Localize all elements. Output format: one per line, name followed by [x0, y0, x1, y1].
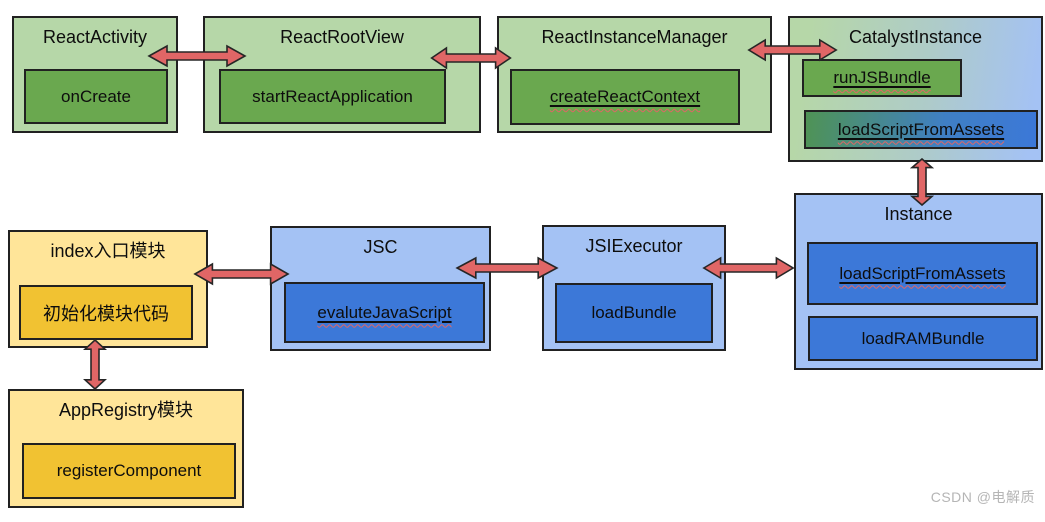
- node-title: JSC: [363, 237, 398, 257]
- node-title: ReactActivity: [42, 27, 148, 47]
- arrow-reactinstancemanager-catalystinstance-icon: [747, 38, 838, 62]
- method-label: startReactApplication: [252, 86, 413, 106]
- node-title: index入口模块: [50, 241, 166, 261]
- method-label: loadScriptFromAssets: [839, 263, 1006, 283]
- method-label: loadBundle: [591, 303, 677, 322]
- method-create-react-context: createReactContext: [510, 69, 740, 125]
- method-load-bundle: loadBundle: [555, 283, 713, 343]
- watermark: CSDN @电解质: [930, 489, 1035, 505]
- node-instance: Instance loadScriptFromAssets loadRAMBun…: [794, 193, 1043, 370]
- arrow-jsiexecutor-instance-icon: [702, 256, 795, 280]
- node-catalyst-instance: CatalystInstance runJSBundle loadScriptF…: [788, 16, 1043, 162]
- method-oncreate: onCreate: [24, 69, 168, 124]
- node-title: CatalystInstance: [848, 27, 983, 47]
- method-label: createReactContext: [549, 87, 701, 106]
- arrow-catalystinstance-instance-icon: [910, 158, 934, 206]
- node-jsc: JSC evaluteJavaScript: [270, 226, 491, 351]
- method-load-script-from-assets-instance: loadScriptFromAssets: [807, 242, 1038, 305]
- node-jsi-executor: JSIExecutor loadBundle: [542, 225, 726, 351]
- method-register-component: registerComponent: [22, 443, 236, 499]
- method-load-script-from-assets: loadScriptFromAssets: [804, 110, 1038, 149]
- node-title: AppRegistry模块: [58, 400, 194, 420]
- node-index-module: index入口模块 初始化模块代码: [8, 230, 208, 348]
- node-title: ReactInstanceManager: [541, 27, 728, 47]
- arrow-indexmodule-jsc-icon: [193, 262, 290, 286]
- method-label: onCreate: [61, 86, 131, 106]
- method-run-js-bundle: runJSBundle: [802, 59, 962, 97]
- node-title: Instance: [884, 204, 953, 224]
- method-label: registerComponent: [56, 461, 202, 480]
- arrow-jsc-jsiexecutor-icon: [455, 256, 559, 280]
- arrow-reactactivity-reactrootview-icon: [147, 44, 247, 68]
- method-label: evaluteJavaScript: [317, 302, 452, 322]
- node-app-registry: AppRegistry模块 registerComponent: [8, 389, 244, 508]
- method-label: loadScriptFromAssets: [837, 119, 1005, 139]
- arrow-reactrootview-reactinstancemanager-icon: [430, 46, 512, 70]
- method-label: runJSBundle: [833, 68, 931, 87]
- node-react-activity: ReactActivity onCreate: [12, 16, 178, 133]
- node-react-root-view: ReactRootView startReactApplication: [203, 16, 481, 133]
- arrow-indexmodule-appregistry-icon: [83, 339, 107, 390]
- method-load-ram-bundle: loadRAMBundle: [808, 316, 1038, 361]
- method-start-react-application: startReactApplication: [219, 69, 446, 124]
- method-evalute-javascript: evaluteJavaScript: [284, 282, 485, 343]
- method-init-module-code: 初始化模块代码: [19, 285, 193, 340]
- method-label: 初始化模块代码: [43, 303, 169, 324]
- node-title: ReactRootView: [280, 27, 404, 47]
- node-title: JSIExecutor: [585, 236, 683, 256]
- method-label: loadRAMBundle: [861, 328, 985, 348]
- node-react-instance-manager: ReactInstanceManager createReactContext: [497, 16, 772, 133]
